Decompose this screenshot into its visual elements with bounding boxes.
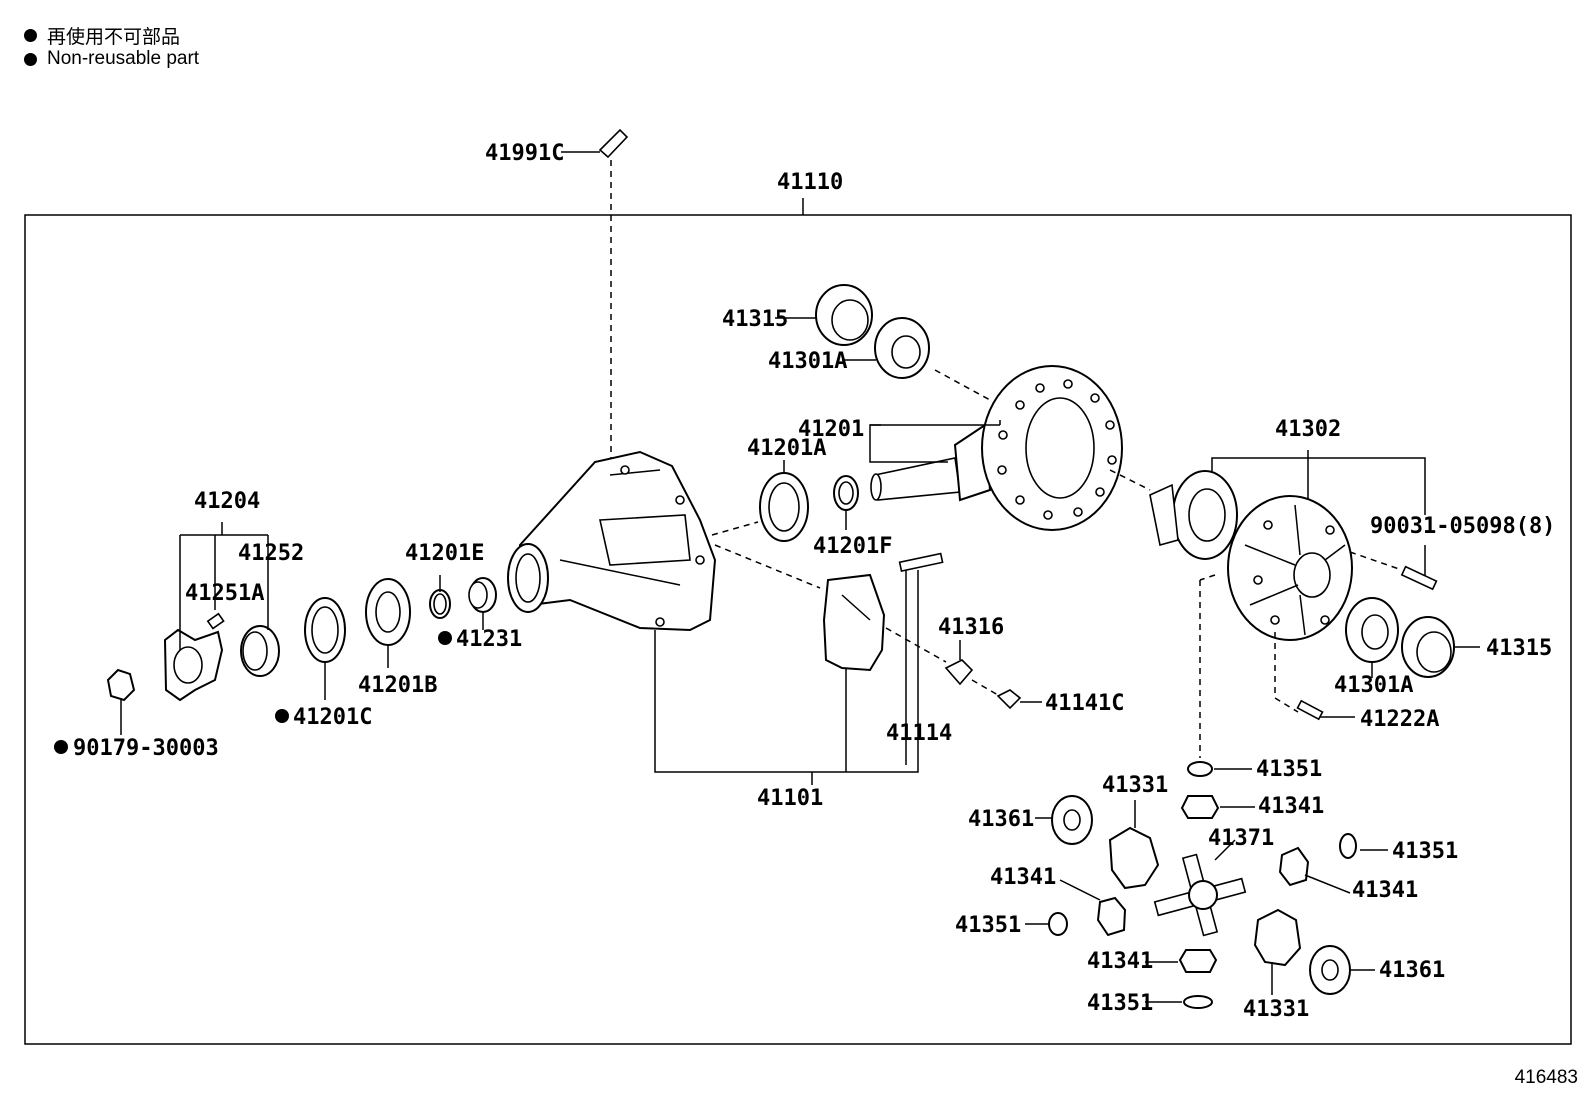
part-number-41201C: 41201C (293, 705, 372, 730)
part-number-41341-d: 41341 (1087, 949, 1153, 974)
side-gear-a-shape (1108, 826, 1160, 890)
part-number-90031-05098: 90031-05098(8) (1370, 514, 1555, 539)
legend-en: Non-reusable part (24, 48, 199, 70)
part-number-41201E: 41201E (405, 541, 484, 566)
part-number-41371: 41371 (1208, 826, 1274, 851)
flange-bolt-shape (206, 612, 225, 630)
legend-jp-text: 再使用不可部品 (47, 27, 181, 48)
thrust-washer-d-shape (1183, 995, 1213, 1009)
part-number-41315-upper: 41315 (722, 307, 788, 332)
part-number-41351-d: 41351 (1087, 991, 1153, 1016)
part-number-41222A: 41222A (1360, 707, 1439, 732)
part-number-41301A-right: 41301A (1334, 673, 1413, 698)
part-number-41361-a: 41361 (968, 807, 1034, 832)
carrier-housing-shape (507, 450, 717, 632)
part-number-41231: 41231 (456, 627, 522, 652)
case-bolt-shape (1400, 565, 1438, 591)
part-number-41351-a: 41351 (1256, 757, 1322, 782)
non-reusable-dot-icon (24, 52, 37, 66)
cap-bolt-shape (898, 552, 944, 572)
pinion-shaft-spider-shape (1153, 853, 1247, 937)
pinion-gear-a-shape (1180, 795, 1220, 819)
pinion-gear-c-shape (1096, 896, 1127, 937)
part-number-90179-30003: 90179-30003 (73, 736, 219, 761)
lock-bolt-shape (996, 689, 1022, 710)
part-number-41110: 41110 (777, 170, 843, 195)
part-number-41341-a: 41341 (1258, 794, 1324, 819)
legend-jp: 再使用不可部品 (24, 22, 180, 49)
part-number-41351-b: 41351 (1392, 839, 1458, 864)
part-number-41204: 41204 (194, 489, 260, 514)
ring-gear-pinion-shape (870, 365, 1123, 531)
nut-shape (106, 668, 136, 702)
non-reusable-marker (438, 631, 452, 645)
part-number-41341-c: 41341 (1352, 878, 1418, 903)
part-number-41316: 41316 (938, 615, 1004, 640)
part-number-41201F: 41201F (813, 534, 892, 559)
part-number-41114: 41114 (886, 721, 952, 746)
part-number-41331-a: 41331 (1102, 773, 1168, 798)
part-number-41252: 41252 (238, 541, 304, 566)
caution-tag-shape (598, 128, 629, 159)
part-number-41201: 41201 (798, 417, 864, 442)
side-gear-b-shape (1253, 908, 1302, 967)
bearing-cap-shape (822, 573, 886, 672)
part-number-41991C: 41991C (485, 141, 564, 166)
part-number-41101: 41101 (757, 786, 823, 811)
thrust-washer-a-shape (1187, 761, 1213, 777)
part-number-41201B: 41201B (358, 673, 437, 698)
pinion-gear-b-shape (1278, 846, 1310, 887)
adjusting-lock-shape (944, 659, 974, 686)
part-number-41301A-upper: 41301A (768, 349, 847, 374)
thrust-washer-b-shape (1339, 833, 1357, 859)
part-number-41361-b: 41361 (1379, 958, 1445, 983)
part-number-41141C: 41141C (1045, 691, 1124, 716)
part-number-41302: 41302 (1275, 417, 1341, 442)
part-number-41251A: 41251A (185, 581, 264, 606)
non-reusable-dot-icon (24, 29, 37, 42)
part-number-41331-b: 41331 (1243, 997, 1309, 1022)
part-number-41341-b: 41341 (990, 865, 1056, 890)
figure-number: 416483 (1514, 1067, 1578, 1088)
part-number-41351-c: 41351 (955, 913, 1021, 938)
non-reusable-marker (275, 709, 289, 723)
thrust-washer-c-shape (1048, 912, 1068, 936)
pinion-gear-d-shape (1178, 949, 1218, 973)
ring-gear-bolt-shape (1296, 699, 1324, 721)
assembly-frame (24, 214, 1572, 1045)
differential-case-shape (1149, 470, 1353, 641)
non-reusable-marker (54, 740, 68, 754)
legend-en-text: Non-reusable part (47, 48, 200, 69)
part-number-41315-right: 41315 (1486, 636, 1552, 661)
part-number-41201A: 41201A (747, 436, 826, 461)
